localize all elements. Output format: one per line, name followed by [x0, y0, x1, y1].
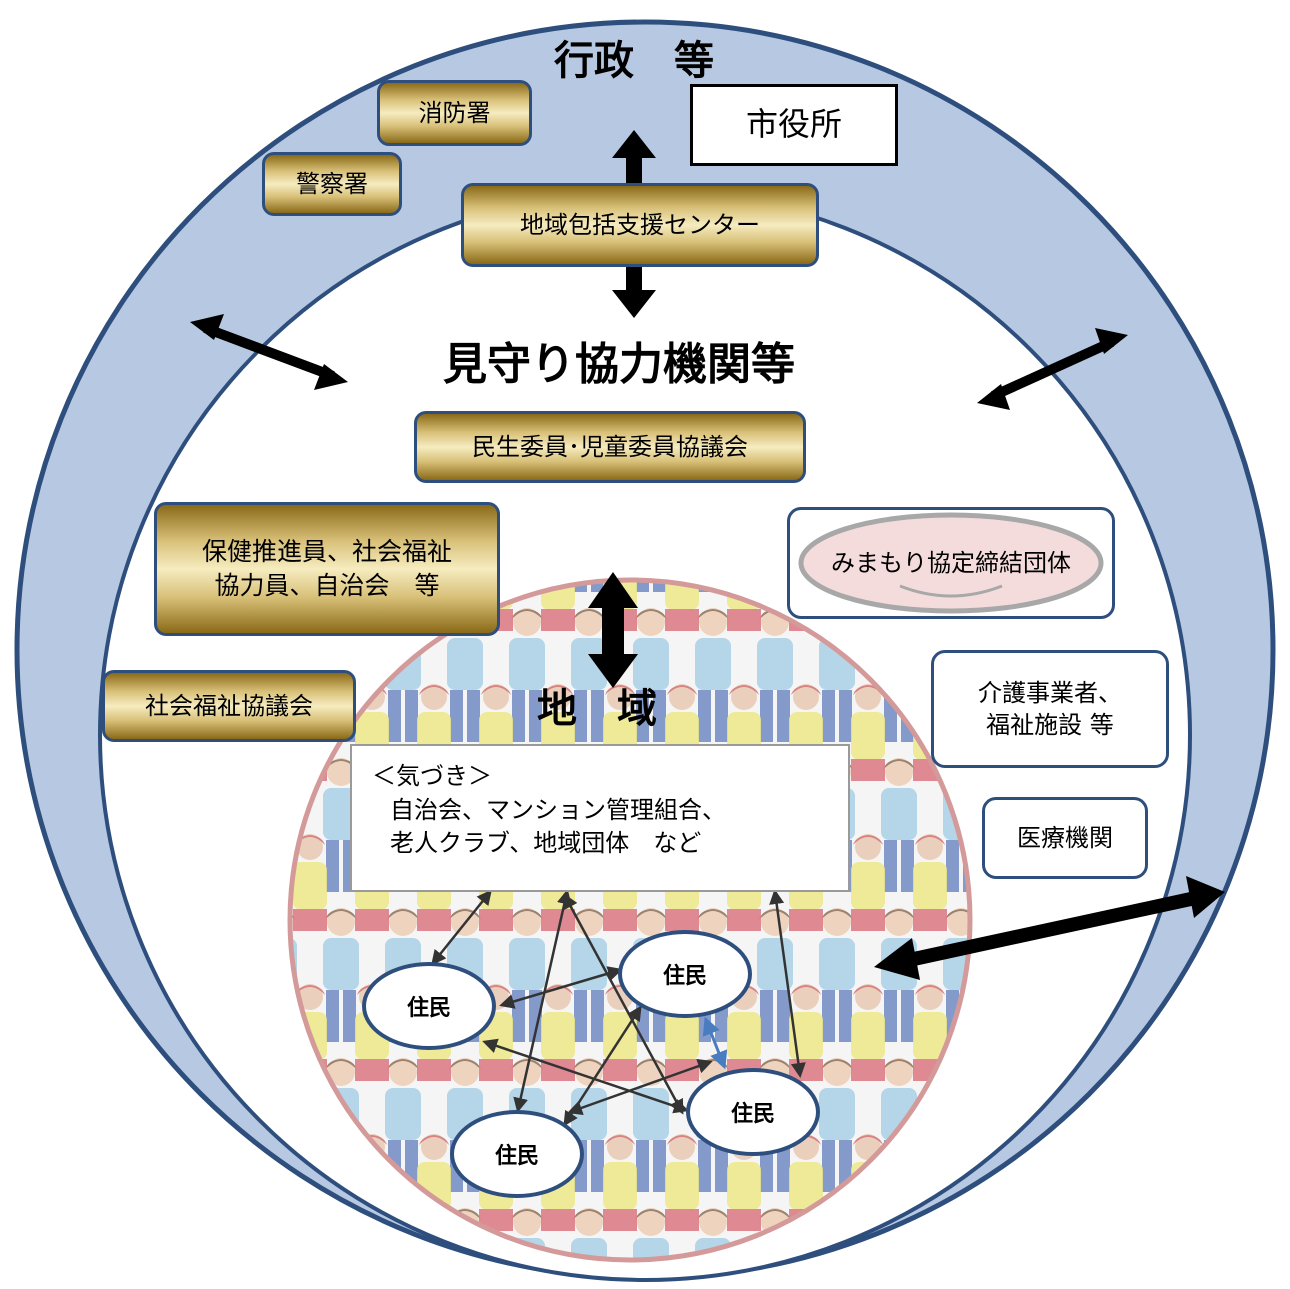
keisatsusho-box: 警察署 [262, 152, 402, 216]
kyotei-box: みまもり協定締結団体 [787, 507, 1115, 619]
notice-line1: 自治会、マンション管理組合、 [390, 795, 726, 824]
kaigo-box: 介護事業者、 福祉施設 等 [931, 650, 1169, 768]
center-box: 地域包括支援センター [461, 183, 819, 267]
hoken-box: 保健推進員、社会福祉 協力員、自治会 等 [154, 502, 500, 636]
shiyakusho-box: 市役所 [690, 84, 898, 166]
shobosho-box: 消防署 [377, 80, 532, 146]
mimamori-title: 見守り協力機関等 [443, 339, 795, 390]
shakyo-box: 社会福祉協議会 [102, 670, 356, 742]
resident-3: 住民 [686, 1068, 820, 1156]
black-arrows [190, 130, 1225, 980]
resident-1: 住民 [362, 962, 496, 1050]
kyotei-label: みまもり協定締結団体 [831, 548, 1071, 577]
minsei-box: 民生委員･児童委員協議会 [414, 411, 806, 483]
hoken-line1: 保健推進員、社会福祉 [201, 537, 452, 567]
resident-links [431, 889, 806, 1127]
notice-box: ＜気づき＞ 自治会、マンション管理組合、 老人クラブ、地域団体 など [350, 744, 850, 892]
kaigo-line1: 介護事業者、 [978, 678, 1122, 707]
hoken-line2: 協力員、自治会 等 [214, 571, 440, 600]
iryo-box: 医療機関 [982, 797, 1148, 879]
resident-4: 住民 [450, 1110, 584, 1198]
notice-line2: 老人クラブ、地域団体 など [390, 829, 702, 858]
chiiki-title: 地 域 [537, 686, 657, 732]
resident-2: 住民 [618, 930, 752, 1018]
kyotei-ellipse [798, 512, 1104, 614]
gyosei-title: 行政 等 [554, 38, 714, 84]
notice-heading: ＜気づき＞ [372, 762, 492, 790]
community-circle [287, 577, 973, 1263]
blue-link [702, 1016, 728, 1070]
kaigo-line2: 福祉施設 等 [986, 711, 1114, 739]
